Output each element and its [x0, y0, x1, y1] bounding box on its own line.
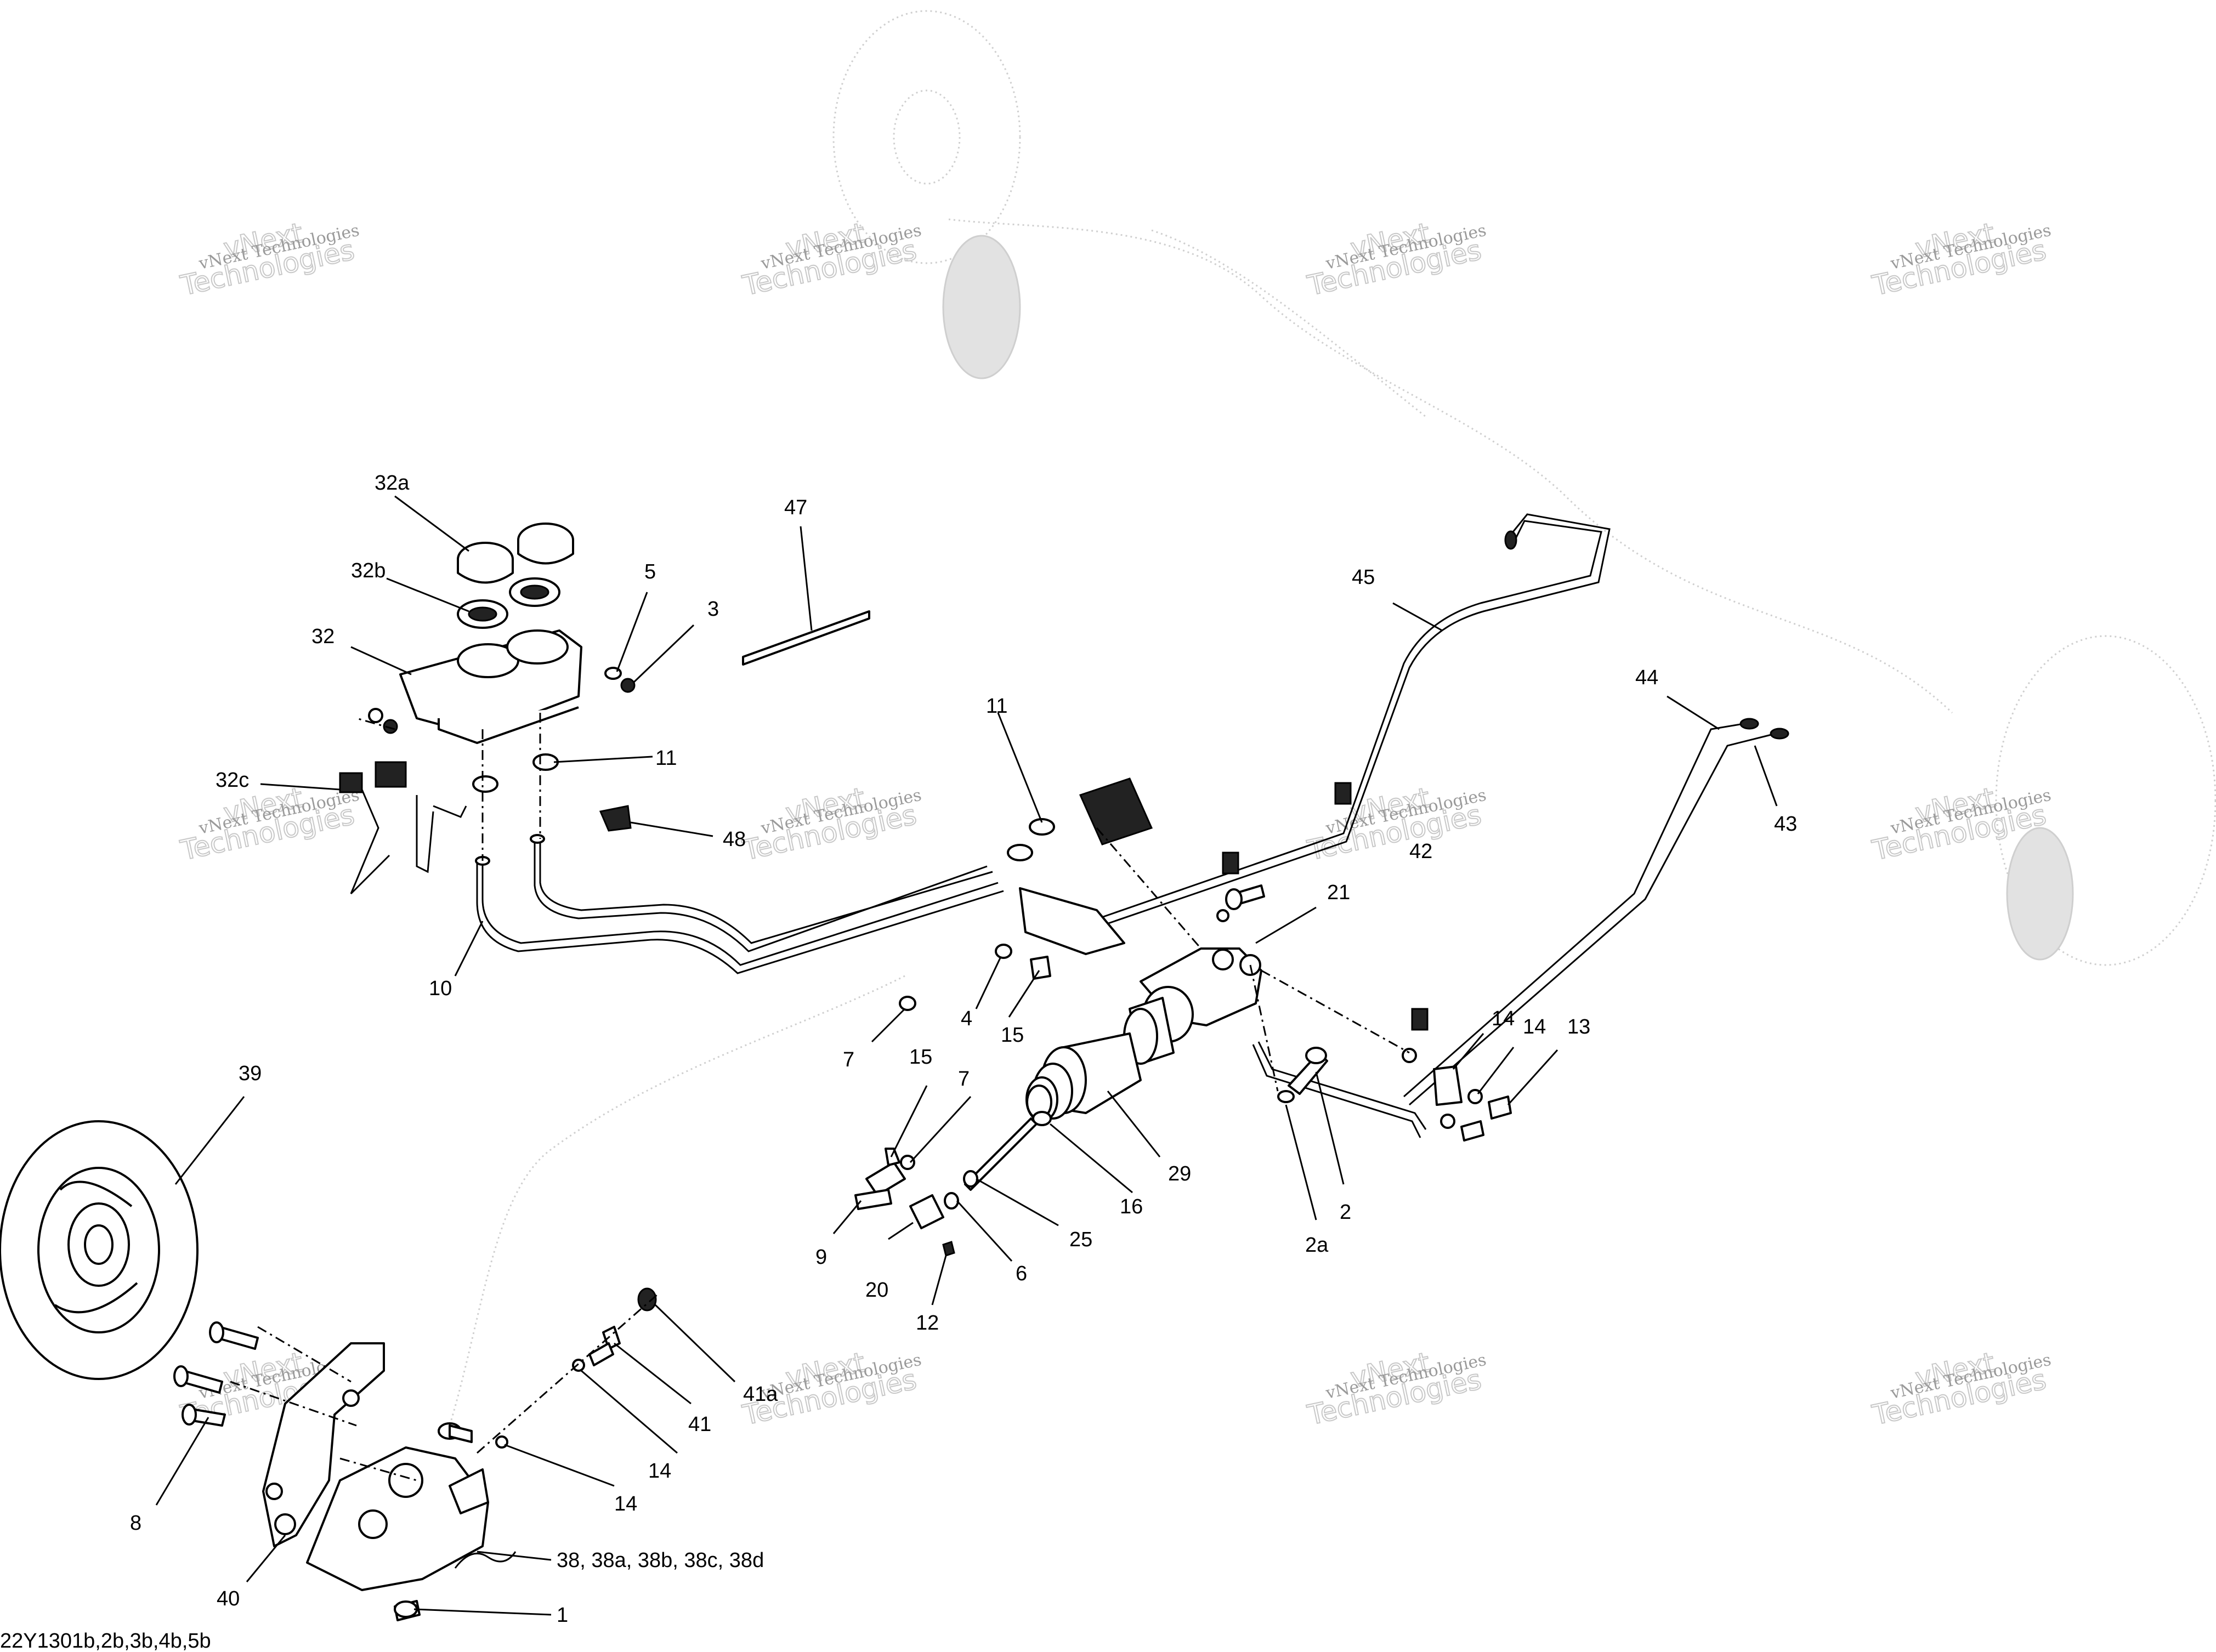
callout-label: 20 [865, 1279, 888, 1302]
callout-label: 40 [217, 1587, 240, 1610]
callout-label: 47 [784, 496, 807, 519]
clevis [909, 1192, 959, 1257]
diagram-code: 22Y1301b,2b,3b,4b,5b [0, 1630, 211, 1652]
push-rod [963, 1117, 1038, 1191]
line-bracket [1252, 1041, 1512, 1142]
hose-clip [599, 805, 632, 832]
master-cylinder-boot [1025, 1032, 1142, 1122]
brake-caliper [306, 1446, 517, 1591]
callout-label: 11 [986, 695, 1007, 718]
callout-label: 32c [216, 769, 249, 792]
callout-label: 42 [1409, 840, 1432, 863]
watermark: Technologies vNext vNext Technologies [1304, 216, 1488, 302]
callout-label: 43 [1774, 813, 1797, 836]
rubber-strip [742, 610, 870, 666]
callout-label: 13 [1567, 1015, 1590, 1038]
callout-labels: 32a 32b 32 32c 47 5 3 11 11 48 10 45 44 … [130, 472, 1797, 1627]
callout-label: 2 [1340, 1201, 1351, 1224]
brake-fluid-reservoir [399, 629, 582, 744]
mounting-bolt [1216, 884, 1328, 1103]
callout-label: 48 [723, 828, 746, 851]
callout-label: 32a [375, 472, 410, 495]
callout-label: 4 [961, 1007, 972, 1030]
rear-brake-line [1403, 718, 1789, 1106]
leader-lines [155, 495, 1778, 1616]
callout-label: 25 [1069, 1228, 1092, 1251]
watermark: Technologies vNext vNext Technologies [1304, 1346, 1488, 1432]
callout-label: 14 [614, 1492, 637, 1515]
watermark: Technologies vNext vNext Technologies [1869, 1346, 2053, 1432]
callout-label: 9 [815, 1246, 827, 1269]
watermark: Technologies vNext vNext Technologies [1869, 781, 2053, 867]
bleeder-valve [495, 1287, 657, 1449]
caliper-bolt [394, 1422, 473, 1621]
reservoir-diaphragm [457, 577, 560, 629]
callout-label: 38, 38a, 38b, 38c, 38d [557, 1549, 764, 1572]
callout-label: 39 [239, 1062, 262, 1085]
watermark: Technologies vNext vNext Technologies [739, 781, 923, 867]
ghost-background [449, 10, 2216, 1426]
callout-label: 14 [1523, 1015, 1546, 1038]
watermark: Technologies vNext vNext Technologies [1869, 216, 2053, 302]
master-cylinder [1123, 947, 1262, 1065]
reservoir-hose [475, 834, 1004, 974]
callout-label: 15 [1001, 1024, 1024, 1047]
callout-label: 21 [1327, 881, 1350, 904]
callout-label: 10 [429, 977, 452, 1000]
brake-disc [0, 1120, 199, 1380]
watermark: Technologies vNext vNext Technologies [1304, 781, 1488, 867]
callout-label: 6 [1016, 1262, 1027, 1285]
level-sensor [339, 761, 467, 895]
callout-label: 32b [351, 559, 386, 582]
callout-label: 41a [743, 1383, 778, 1406]
callout-label: 7 [843, 1048, 854, 1071]
callout-label: 2a [1305, 1234, 1329, 1257]
retaining-ring [1032, 1111, 1052, 1126]
callout-label: 12 [916, 1312, 939, 1335]
brake-line-junction [1019, 777, 1153, 955]
callout-label: 45 [1352, 566, 1375, 589]
reservoir-cap [457, 523, 574, 584]
hose-clamp [472, 753, 1055, 861]
callout-label: 8 [130, 1512, 141, 1535]
disc-bolt [173, 1321, 259, 1427]
callout-label: 29 [1168, 1162, 1191, 1185]
pedal-bracket [854, 944, 1051, 1210]
callout-label: 44 [1635, 666, 1658, 689]
callout-label: 14 [1492, 1007, 1515, 1030]
callout-label: 3 [707, 598, 719, 621]
callout-label: 16 [1120, 1195, 1143, 1218]
callout-label: 7 [958, 1068, 970, 1091]
caliper-bracket [262, 1342, 385, 1547]
watermark: Technologies vNext vNext Technologies [739, 216, 923, 302]
brake-line [1074, 513, 1611, 936]
callout-label: 1 [557, 1604, 568, 1627]
callout-label: 15 [909, 1046, 932, 1069]
callout-label: 14 [648, 1460, 671, 1483]
callout-label: 32 [311, 625, 335, 648]
callout-label: 5 [644, 560, 656, 583]
line-clip [1222, 782, 1429, 1031]
watermark: Technologies vNext vNext Technologies [177, 216, 361, 302]
callout-label: 11 [655, 747, 677, 770]
callout-label: 41 [688, 1413, 711, 1436]
